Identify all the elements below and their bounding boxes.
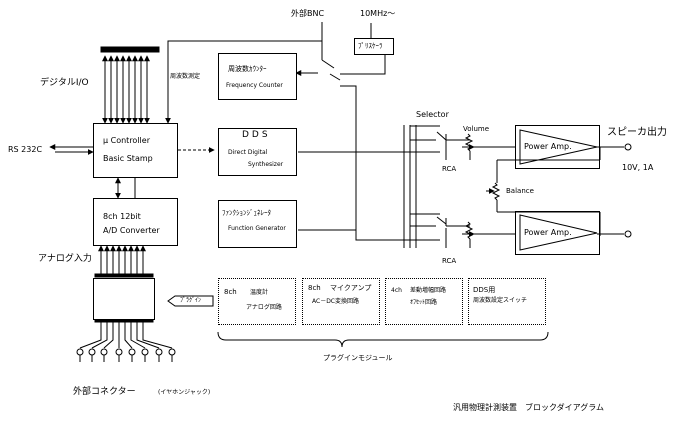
plugin-2-line2: AC－DC変換回路 bbox=[312, 298, 359, 305]
freq-counter-en: Frequency Counter bbox=[226, 82, 283, 89]
dds-line2: Synthesizer bbox=[248, 161, 284, 168]
analog-input-label: アナログ入力 bbox=[38, 254, 92, 264]
rs232c-label: RS 232C bbox=[8, 145, 43, 154]
adc-line2: A/D Converter bbox=[103, 226, 160, 235]
power-amp-bottom-block bbox=[515, 211, 600, 255]
plugin-1-line2: アナログ回路 bbox=[246, 304, 282, 311]
adc-block bbox=[93, 198, 178, 246]
freq-counter-jp: 周波数ｶｳﾝﾀｰ bbox=[228, 65, 267, 73]
controller-block bbox=[93, 123, 178, 178]
external-connector-label: 外部コネクター bbox=[73, 387, 136, 397]
selector-label: Selector bbox=[416, 110, 449, 119]
plugin-3-line2: ｵﾌｾｯﾄ回路 bbox=[410, 299, 438, 306]
power-amp-top-label: Power Amp. bbox=[524, 142, 572, 151]
external-bnc-label: 外部BNC bbox=[291, 9, 325, 18]
plugin-box-4 bbox=[468, 278, 546, 325]
plugin-1-ch: 8ch bbox=[224, 288, 237, 296]
plugin-4-ch: DDS用 bbox=[473, 286, 496, 294]
plugin-2-ch: 8ch bbox=[308, 284, 321, 292]
plugin-1-line1: 温度計 bbox=[250, 289, 269, 296]
rca-top-label: RCA bbox=[442, 165, 457, 173]
digital-io-label: デジタルI/O bbox=[40, 78, 89, 88]
dds-block bbox=[218, 128, 297, 176]
rca-bottom-label: RCA bbox=[442, 257, 457, 265]
prescaler-label: ﾌﾟﾘｽｹｰﾗ bbox=[358, 42, 383, 50]
adc-line1: 8ch 12bit bbox=[103, 212, 141, 221]
plugin-box-3 bbox=[385, 278, 463, 325]
footer-title: 汎用物理計測装置 ブロックダイアグラム bbox=[453, 403, 605, 412]
controller-line2: Basic Stamp bbox=[103, 154, 153, 163]
speaker-output-label: スピーカ出力 bbox=[607, 127, 667, 138]
volume-label: Volume bbox=[463, 125, 490, 133]
digital-io-connector bbox=[100, 46, 160, 53]
ten-mhz-label: 10MHz〜 bbox=[360, 9, 396, 18]
analog-input-lines bbox=[98, 245, 146, 274]
freq-measure-label: 周波数測定 bbox=[170, 73, 201, 80]
connector-lines bbox=[79, 322, 173, 349]
dds-title: DDS bbox=[242, 130, 271, 140]
plugin-module-label: プラグインモジュール bbox=[323, 354, 393, 362]
prescaler-block bbox=[354, 38, 394, 55]
plugin-2-line1: マイクアンプ bbox=[330, 284, 372, 292]
plugin-4-line1: 周波数設定スイッチ bbox=[473, 297, 528, 304]
frequency-counter-block bbox=[218, 53, 297, 100]
plugin-box-1 bbox=[218, 278, 296, 325]
output-spec-label: 10V, 1A bbox=[622, 163, 654, 172]
power-amp-top-block bbox=[515, 125, 600, 169]
function-generator-block bbox=[218, 200, 297, 248]
plugin-tag-label: ﾌﾟﾗｸﾞｲﾝ bbox=[180, 297, 202, 304]
power-amp-bottom-label: Power Amp. bbox=[524, 228, 572, 237]
dds-line1: Direct Digital bbox=[228, 149, 268, 156]
func-gen-en: Function Generator bbox=[228, 225, 286, 232]
func-gen-jp: ﾌｧﾝｸｼｮﾝｼﾞｪﾈﾚｰﾀ bbox=[222, 209, 271, 217]
plugin-box-2 bbox=[302, 278, 380, 325]
plugin-3-ch: 4ch bbox=[391, 287, 402, 294]
controller-line1: μ Controller bbox=[103, 136, 150, 145]
balance-label: Balance bbox=[506, 187, 534, 195]
digital-io-lines bbox=[102, 55, 150, 124]
earphone-jacks bbox=[76, 348, 176, 362]
plugin-module-block bbox=[93, 278, 155, 320]
plugin-3-line1: 差動増幅回路 bbox=[410, 287, 447, 294]
earphone-jack-label: (イヤホンジャック) bbox=[158, 389, 211, 396]
